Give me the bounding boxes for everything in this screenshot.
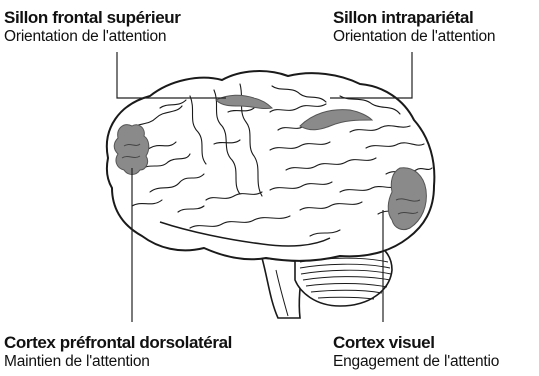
region-cortex-prefrontal-dorsolateral	[114, 125, 149, 175]
label-subtitle: Orientation de l'attention	[333, 28, 495, 46]
label-cortex-visuel: Cortex visuel Engagement de l'attentio	[333, 333, 499, 370]
label-title: Cortex préfrontal dorsolatéral	[4, 333, 232, 353]
label-title: Sillon frontal supérieur	[4, 8, 180, 28]
label-subtitle: Maintien de l'attention	[4, 353, 232, 371]
label-title: Cortex visuel	[333, 333, 499, 353]
label-cortex-prefrontal-dorsolateral: Cortex préfrontal dorsolatéral Maintien …	[4, 333, 232, 370]
label-subtitle: Engagement de l'attentio	[333, 353, 499, 371]
label-sillon-intraparietal: Sillon intrapariétal Orientation de l'at…	[333, 8, 495, 45]
label-title: Sillon intrapariétal	[333, 8, 495, 28]
label-sillon-frontal-superieur: Sillon frontal supérieur Orientation de …	[4, 8, 180, 45]
label-subtitle: Orientation de l'attention	[4, 28, 180, 46]
